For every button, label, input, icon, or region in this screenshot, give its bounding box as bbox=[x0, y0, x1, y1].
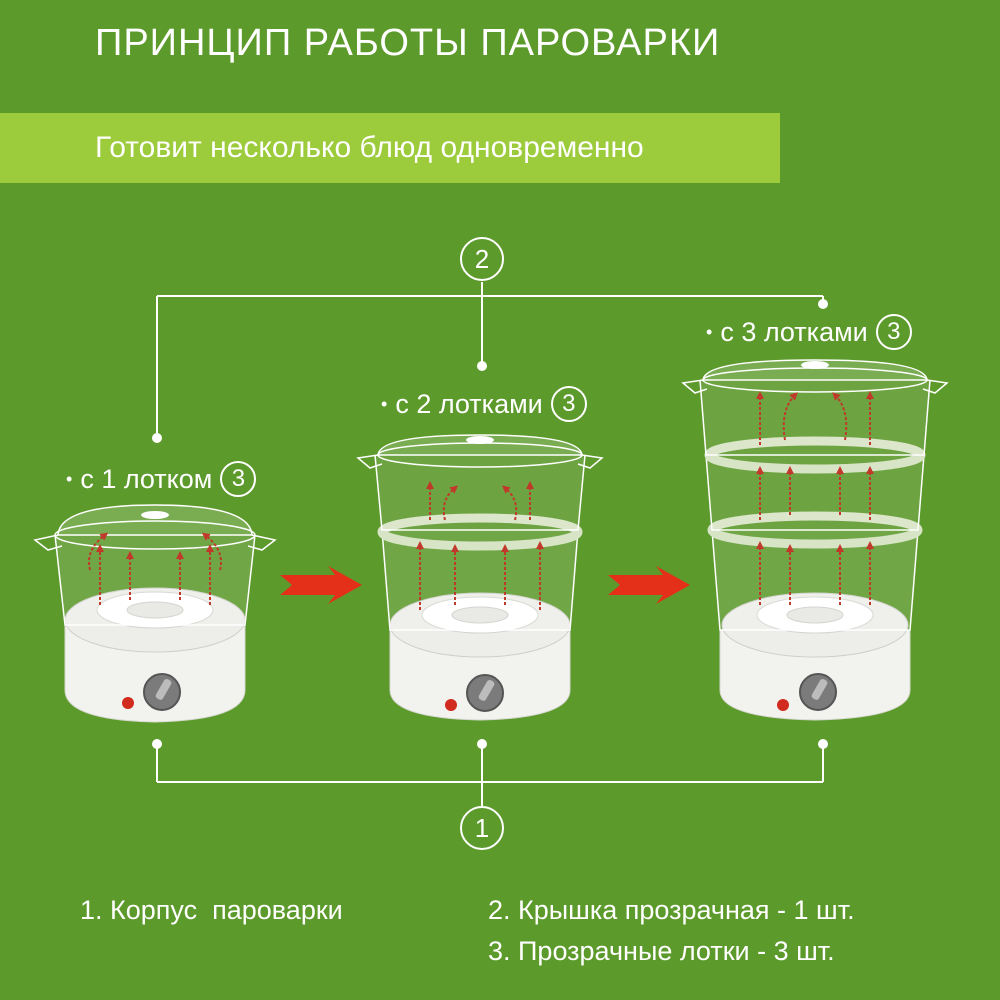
bullet-dot: • bbox=[381, 393, 388, 414]
subtitle-banner: Готовит несколько блюд одновременно bbox=[0, 113, 780, 183]
tray-number-badge: 3 bbox=[550, 386, 587, 422]
body-connector-dots bbox=[152, 739, 828, 749]
lid-connector-dots bbox=[152, 299, 828, 443]
tray-label-2: • с 2 лотками 3 bbox=[381, 386, 587, 422]
steamer-one-tray bbox=[33, 504, 277, 723]
arrow-2-to-3 bbox=[608, 566, 690, 604]
steamer-two-trays bbox=[356, 434, 604, 721]
tray-number-badge: 3 bbox=[220, 461, 257, 497]
callout-lid-number: 2 bbox=[460, 237, 504, 281]
tray-label-text: с 3 лотками bbox=[720, 316, 868, 347]
steamer-three-trays bbox=[681, 359, 949, 721]
arrow-1-to-2 bbox=[280, 566, 362, 604]
tray-label-text: с 2 лотками bbox=[395, 388, 543, 419]
page-title: ПРИНЦИП РАБОТЫ ПАРОВАРКИ bbox=[95, 22, 721, 64]
bullet-dot: • bbox=[706, 321, 713, 342]
bullet-dot: • bbox=[66, 468, 73, 489]
callout-body-number: 1 bbox=[460, 806, 504, 850]
tray-number-badge: 3 bbox=[875, 314, 912, 350]
subtitle-text: Готовит несколько блюд одновременно bbox=[95, 131, 644, 164]
tray-label-text: с 1 лотком bbox=[80, 463, 213, 494]
legend-item-body: 1. Корпус пароварки bbox=[80, 895, 343, 925]
body-connector-lines bbox=[156, 745, 824, 806]
tray-label-1: • с 1 лотком 3 bbox=[66, 461, 257, 497]
legend-item-lid: 2. Крышка прозрачная - 1 шт. bbox=[488, 895, 855, 925]
tray-label-3: • с 3 лотками 3 bbox=[706, 314, 912, 350]
legend-item-trays: 3. Прозрачные лотки - 3 шт. bbox=[488, 936, 835, 966]
